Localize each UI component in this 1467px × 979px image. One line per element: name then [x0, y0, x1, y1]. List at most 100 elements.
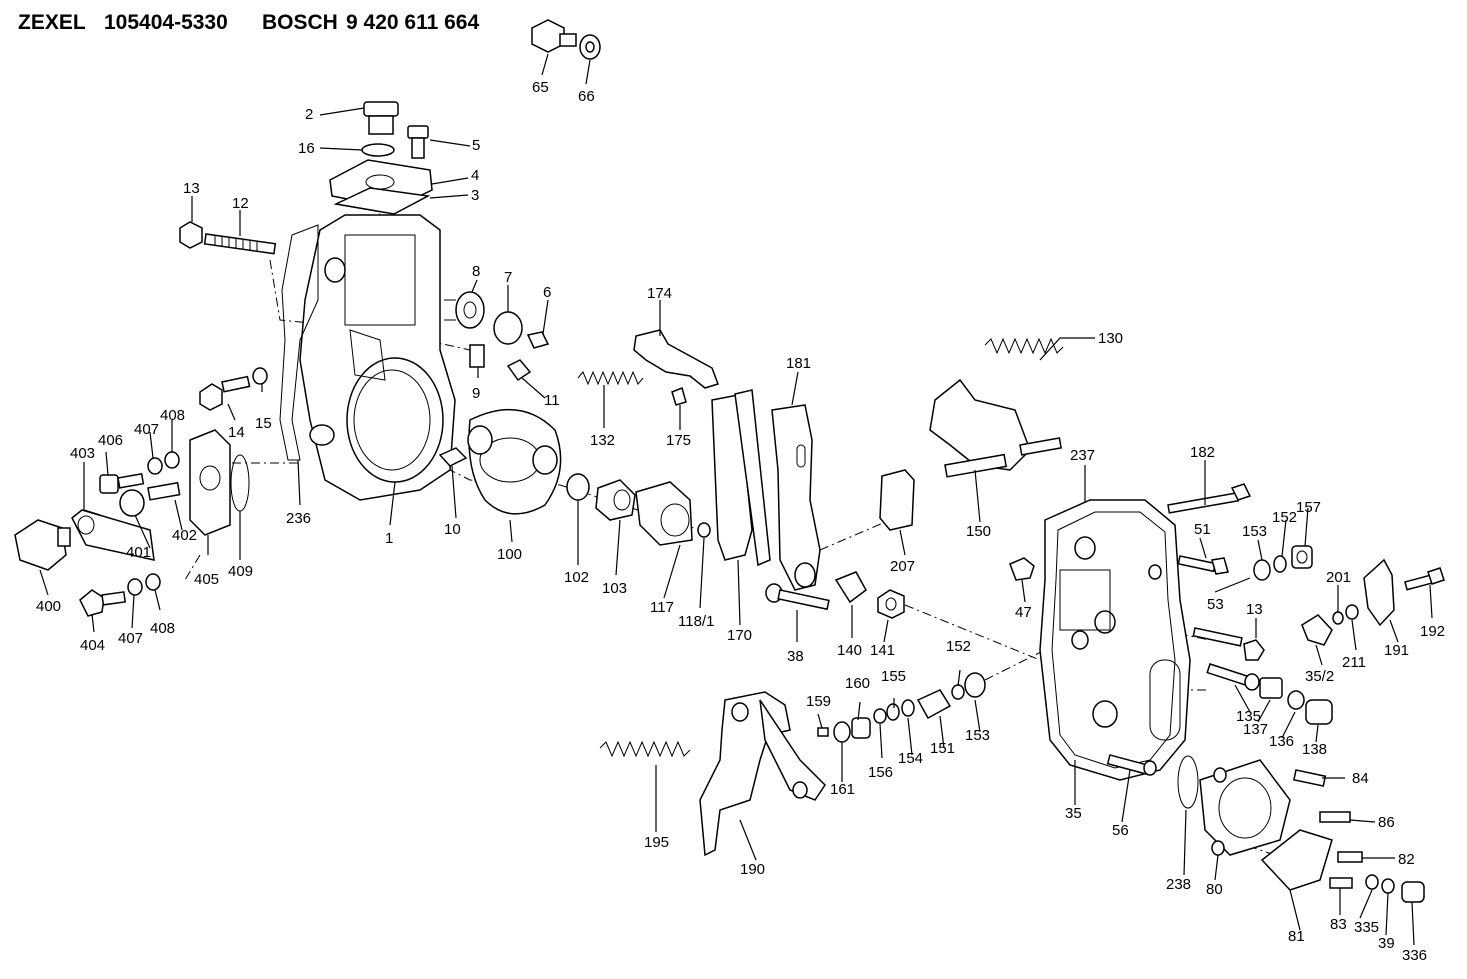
callout-35: 35	[1065, 805, 1082, 822]
washer-408-top	[164, 451, 180, 469]
header-bosch-number: 9 420 611 664	[346, 11, 479, 34]
callout-6: 6	[543, 284, 551, 301]
callout-14: 14	[228, 424, 245, 441]
callout-160: 160	[845, 675, 870, 692]
nut-13	[179, 221, 203, 249]
callout-181: 181	[786, 355, 811, 372]
washer-102	[566, 473, 590, 501]
callout-161: 161	[830, 781, 855, 798]
screw-406	[99, 472, 145, 494]
screw-51	[1177, 555, 1229, 575]
lever-174	[633, 329, 719, 389]
callout-190: 190	[740, 861, 765, 878]
lever-191	[1363, 558, 1395, 627]
banjo-bolt-65	[531, 19, 577, 53]
fitting-8	[444, 291, 485, 329]
flange-405	[189, 429, 231, 536]
callout-81: 81	[1288, 928, 1305, 945]
callout-82: 82	[1398, 851, 1415, 868]
washer-407-bottom	[127, 578, 143, 596]
callout-407-top: 407	[134, 421, 159, 438]
cap-138	[1305, 699, 1333, 725]
callout-407-bottom: 407	[118, 630, 143, 647]
callout-136: 136	[1269, 733, 1294, 750]
callout-47: 47	[1015, 604, 1032, 621]
callout-1: 1	[385, 530, 393, 547]
callout-83: 83	[1330, 916, 1347, 933]
callout-103: 103	[602, 580, 627, 597]
o-ring-238	[1177, 755, 1199, 809]
screw-175	[671, 386, 687, 406]
callout-118-1: 118/1	[678, 613, 714, 630]
callout-4: 4	[471, 167, 479, 184]
callout-170: 170	[727, 627, 752, 644]
washer-136	[1287, 690, 1305, 710]
block-207	[879, 469, 915, 531]
spring-132	[577, 370, 644, 386]
screw-14	[199, 375, 251, 411]
screw-6	[526, 331, 550, 349]
washer-118-1	[697, 522, 711, 538]
callout-102: 102	[564, 569, 589, 586]
callout-138: 138	[1302, 741, 1327, 758]
callout-11: 11	[544, 392, 560, 409]
callout-35-2: 35/2	[1305, 668, 1334, 685]
callout-labels: 65 66 2 16 5 4 3 13 12 8 7 6 9 11 14 15 …	[36, 79, 1445, 964]
washer-407-top	[147, 457, 163, 475]
washer-335	[1365, 874, 1379, 890]
nut-141	[877, 589, 905, 619]
callout-39: 39	[1378, 935, 1395, 952]
screw-82	[1337, 851, 1363, 863]
callout-237: 237	[1070, 447, 1095, 464]
callout-151: 151	[930, 740, 955, 757]
callout-150: 150	[966, 523, 991, 540]
o-ring-152	[1273, 555, 1287, 573]
leader-lines	[39, 53, 1433, 946]
spring-195	[599, 740, 691, 758]
callout-182: 182	[1190, 444, 1215, 461]
callout-12: 12	[232, 195, 249, 212]
callout-401: 401	[126, 544, 151, 561]
callout-152-bottom: 152	[946, 638, 971, 655]
callout-175: 175	[666, 432, 691, 449]
screw-404	[79, 589, 127, 617]
callout-201: 201	[1326, 569, 1351, 586]
plug-2	[363, 101, 399, 135]
adjusting-screw-135	[1206, 663, 1260, 691]
callout-211: 211	[1342, 654, 1366, 671]
callout-152-top: 152	[1272, 509, 1297, 526]
callout-137: 137	[1243, 721, 1268, 738]
callout-406: 406	[98, 432, 123, 449]
callout-155: 155	[881, 668, 906, 685]
callout-86: 86	[1378, 814, 1395, 831]
banjo-bolt-400	[14, 519, 71, 571]
bracket-9	[469, 344, 485, 368]
screw-5	[407, 125, 429, 159]
callout-15: 15	[255, 415, 272, 432]
callout-7: 7	[504, 269, 512, 286]
callout-100: 100	[497, 546, 522, 563]
callout-159: 159	[806, 693, 831, 710]
callout-8: 8	[472, 263, 480, 280]
washer-7	[493, 311, 523, 345]
screw-47	[1009, 557, 1035, 581]
governor-cover-237	[1039, 499, 1191, 781]
part-sketches	[14, 19, 1445, 903]
callout-236: 236	[286, 510, 311, 527]
callout-402: 402	[172, 527, 197, 544]
washer-15	[252, 367, 268, 385]
screw-402	[147, 481, 181, 501]
header-brand: BOSCH	[262, 11, 338, 34]
callout-135: 135	[1236, 708, 1261, 725]
callout-141: 141	[870, 642, 895, 659]
lever-190	[699, 691, 826, 857]
callout-80: 80	[1206, 881, 1223, 898]
lever-181	[771, 404, 821, 591]
roller-ring-100	[467, 408, 562, 515]
cover-80	[1199, 759, 1291, 856]
stud-12	[203, 233, 277, 255]
piston-103	[595, 479, 636, 521]
callout-157: 157	[1296, 499, 1321, 516]
callout-403: 403	[70, 445, 95, 462]
callout-2: 2	[305, 106, 313, 123]
